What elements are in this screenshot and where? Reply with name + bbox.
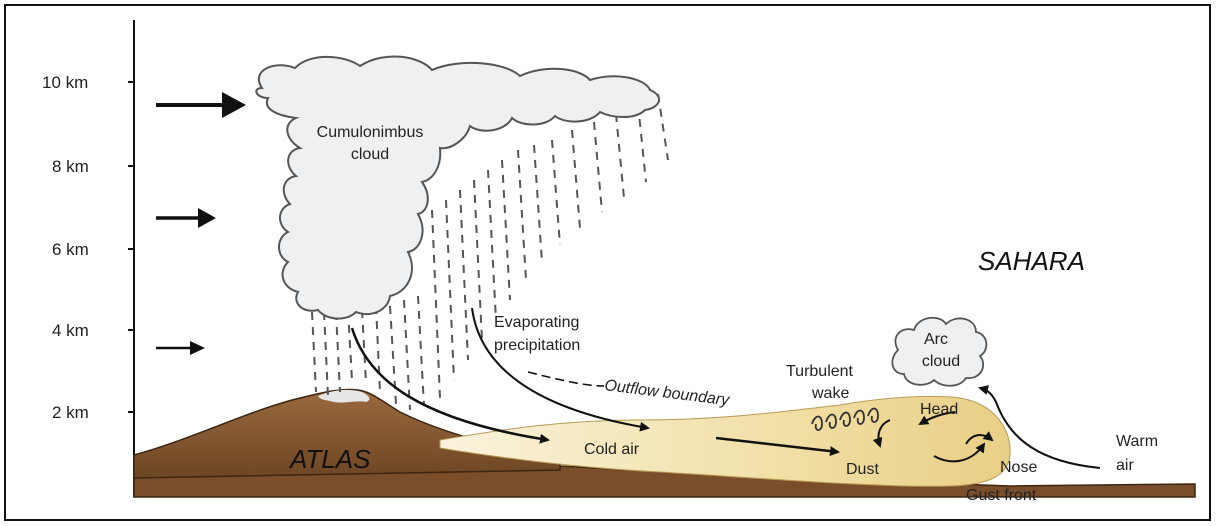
evaporating-label-line2: precipitation [494,337,580,354]
dust-label: Dust [846,461,879,478]
arc-cloud-label-line2: cloud [922,353,960,370]
arc-cloud-label-line1: Arc [924,331,948,348]
cumulonimbus-label-line1: Cumulonimbus [317,124,424,141]
tick-label-8km: 8 km [52,157,89,176]
turbulent-wake-label-line2: wake [811,385,849,402]
cumulonimbus-label-line2: cloud [351,146,389,163]
tick-label-10km: 10 km [42,73,88,92]
tick-label-4km: 4 km [52,321,89,340]
nose-label: Nose [1000,459,1037,476]
warm-air-label-line2: air [1116,457,1134,474]
gust-front-label: Gust front [966,487,1037,504]
atlas-label: ATLAS [288,444,371,474]
evaporating-label-line1: Evaporating [494,314,579,331]
head-label: Head [920,401,958,418]
cumulonimbus-cloud [256,56,659,318]
turbulent-wake-label-line1: Turbulent [786,363,854,380]
warm-air-label-line1: Warm [1116,433,1158,450]
sahara-label: SAHARA [978,246,1085,276]
tick-label-6km: 6 km [52,240,89,259]
arc-cloud [892,318,986,386]
tick-label-2km: 2 km [52,403,89,422]
wind-arrows [156,92,246,355]
cold-air-label: Cold air [584,441,640,458]
outflow-boundary-line [528,372,604,386]
outflow-boundary-label: Outflow boundary [604,377,732,409]
